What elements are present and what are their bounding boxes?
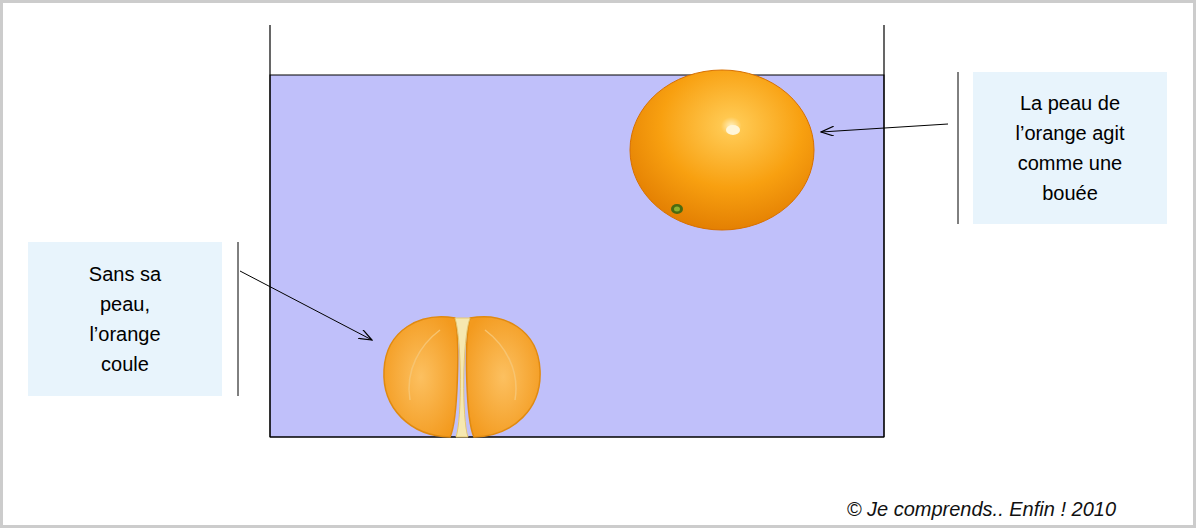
callout-text: Sans sa peau, l’orange coule [70,259,180,379]
tank-bottom [270,436,884,437]
peeled-orange [384,317,540,437]
copyright-note: © Je comprends.. Enfin ! 2010 [847,498,1116,521]
callout-text: La peau de l’orange agit comme une bouée [1000,88,1140,208]
bracket-line [958,72,959,224]
bracket-line [238,242,239,396]
whole-orange [630,70,814,230]
callout-box: Sans sa peau, l’orange coule [28,242,222,396]
tank-wall [883,25,884,437]
leader-arrow [821,124,948,132]
callout-box: La peau de l’orange agit comme une bouée [973,72,1167,224]
tank-wall [269,25,270,437]
leader-arrow [240,271,372,340]
